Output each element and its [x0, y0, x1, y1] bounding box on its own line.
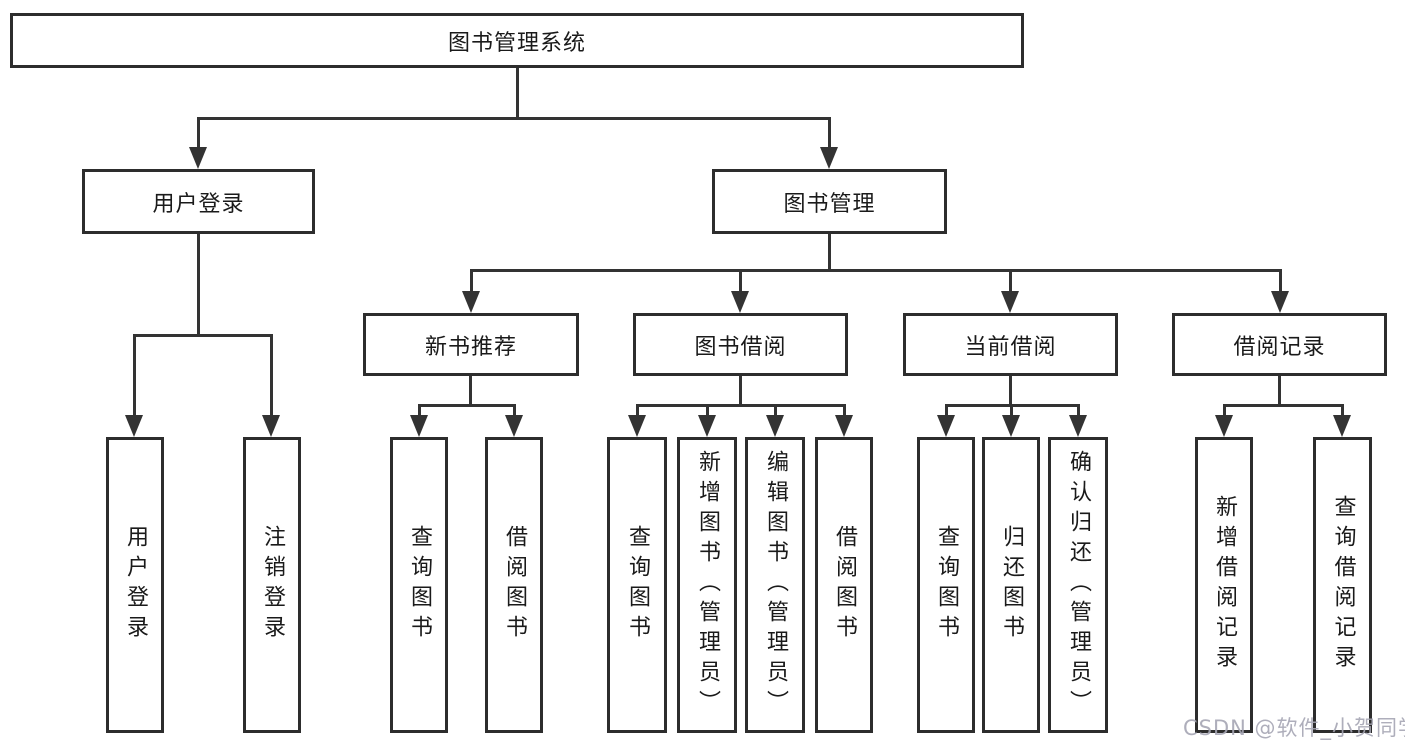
edge-userlogin-stub: [197, 234, 200, 336]
leaf-nb-borrow-books: 借阅图书: [485, 437, 543, 733]
edge-newbook-stub: [469, 376, 472, 406]
edge-bookborrow-stub: [739, 376, 742, 406]
arrowhead-currentborrow: [1001, 291, 1019, 313]
edge-bbborrow-stem: [843, 404, 846, 418]
leaf-br-query-record-label: 查询借阅记录: [1330, 495, 1356, 675]
arrowhead-bb-add: [698, 415, 716, 437]
node-current-borrow: 当前借阅: [903, 313, 1118, 376]
edge-nbborrow-stem: [513, 404, 516, 418]
edge-borrowrecord-stem: [1279, 269, 1282, 294]
edge-bookborrow-hbar: [636, 404, 845, 407]
leaf-bb-edit-books-admin: 编辑图书（管理员）: [745, 437, 805, 733]
leaf-nb-query-books: 查询图书: [390, 437, 448, 733]
leaf-cb-query-books: 查询图书: [917, 437, 975, 733]
arrowhead-bb-query: [628, 415, 646, 437]
edge-currentborrow-stem: [1009, 269, 1012, 294]
edge-nbquery-stem: [418, 404, 421, 418]
node-current-borrow-label: 当前借阅: [964, 334, 1057, 360]
leaf-nb-query-books-label: 查询图书: [407, 525, 432, 645]
edge-borrowrecord-stub: [1278, 376, 1281, 406]
leaf-bb-query-books-label: 查询图书: [625, 525, 650, 645]
leaf-br-add-record-label: 新增借阅记录: [1212, 495, 1237, 675]
node-user-login-label: 用户登录: [152, 191, 245, 217]
edge-newbook-stem: [470, 269, 473, 294]
arrowhead-logout: [262, 415, 280, 437]
leaf-logout: 注销登录: [243, 437, 301, 733]
edge-logout-stem: [270, 334, 273, 417]
node-root: 图书管理系统: [10, 13, 1024, 68]
arrowhead-userlogin-leaf: [125, 415, 143, 437]
edge-cbquery-stem: [945, 404, 948, 418]
arrowhead-newbook: [462, 291, 480, 313]
leaf-cb-return-books-label: 归还图书: [999, 525, 1024, 645]
arrowhead-borrowrecord: [1271, 291, 1289, 313]
edge-root-stub: [516, 68, 519, 120]
arrowhead-nb-borrow: [505, 415, 523, 437]
edge-borrowrecord-hbar: [1223, 404, 1343, 407]
leaf-br-query-record: 查询借阅记录: [1313, 437, 1372, 733]
arrowhead-bb-borrow: [835, 415, 853, 437]
edge-userloginleaf-stem: [133, 334, 136, 417]
leaf-bb-edit-books-admin-label: 编辑图书（管理员）: [763, 450, 788, 720]
edge-cbreturn-stem: [1010, 404, 1013, 418]
edge-userlogin-hbar: [133, 334, 273, 337]
arrowhead-bb-edit: [766, 415, 784, 437]
leaf-cb-query-books-label: 查询图书: [934, 525, 959, 645]
arrowhead-cb-confirm: [1069, 415, 1087, 437]
arrowhead-nb-query: [410, 415, 428, 437]
leaf-bb-add-books-admin-label: 新增图书（管理员）: [695, 450, 720, 720]
node-book-borrow: 图书借阅: [633, 313, 848, 376]
edge-brquery-stem: [1341, 404, 1344, 418]
leaf-bb-add-books-admin: 新增图书（管理员）: [677, 437, 737, 733]
node-new-book-label: 新书推荐: [424, 334, 517, 360]
node-user-login: 用户登录: [82, 169, 315, 234]
edge-root-userlogin-stem: [197, 117, 200, 152]
leaf-bb-borrow-books-label: 借阅图书: [832, 525, 857, 645]
arrowhead-br-query: [1333, 415, 1351, 437]
leaf-br-add-record: 新增借阅记录: [1195, 437, 1253, 733]
arrowhead-cb-query: [937, 415, 955, 437]
node-book-mgmt-label: 图书管理: [783, 191, 876, 217]
edge-bbedit-stem: [774, 404, 777, 418]
arrowhead-bookborrow: [731, 291, 749, 313]
edge-root-hbar: [197, 117, 831, 120]
leaf-user-login-label: 用户登录: [123, 525, 148, 645]
edge-bookmgmt-hbar: [470, 269, 1281, 272]
leaf-cb-confirm-return-admin-label: 确认归还（管理员）: [1066, 450, 1091, 720]
arrowhead-cb-return: [1002, 415, 1020, 437]
edge-bookborrow-stem: [739, 269, 742, 294]
node-borrow-record-label: 借阅记录: [1233, 334, 1326, 360]
node-book-borrow-label: 图书借阅: [694, 334, 787, 360]
arrowhead-userlogin: [189, 147, 207, 169]
edge-bookmgmt-stub: [828, 234, 831, 272]
edge-bbadd-stem: [706, 404, 709, 418]
leaf-logout-label: 注销登录: [260, 525, 285, 645]
leaf-cb-return-books: 归还图书: [982, 437, 1040, 733]
arrowhead-bookmgmt: [820, 147, 838, 169]
edge-root-bookmgmt-stem: [828, 117, 831, 152]
node-book-mgmt: 图书管理: [712, 169, 947, 234]
leaf-bb-borrow-books: 借阅图书: [815, 437, 873, 733]
leaf-user-login: 用户登录: [106, 437, 164, 733]
node-new-book: 新书推荐: [363, 313, 579, 376]
edge-bradd-stem: [1223, 404, 1226, 418]
leaf-nb-borrow-books-label: 借阅图书: [502, 525, 527, 645]
edge-currentborrow-stub: [1009, 376, 1012, 406]
leaf-bb-query-books: 查询图书: [607, 437, 667, 733]
node-borrow-record: 借阅记录: [1172, 313, 1387, 376]
csdn-watermark: CSDN @软件_小贺同学: [1183, 716, 1405, 740]
node-root-label: 图书管理系统: [447, 30, 586, 56]
edge-cbconfirm-stem: [1077, 404, 1080, 418]
edge-bbquery-stem: [636, 404, 639, 418]
arrowhead-br-add: [1215, 415, 1233, 437]
edge-newbook-hbar: [418, 404, 516, 407]
leaf-cb-confirm-return-admin: 确认归还（管理员）: [1048, 437, 1108, 733]
